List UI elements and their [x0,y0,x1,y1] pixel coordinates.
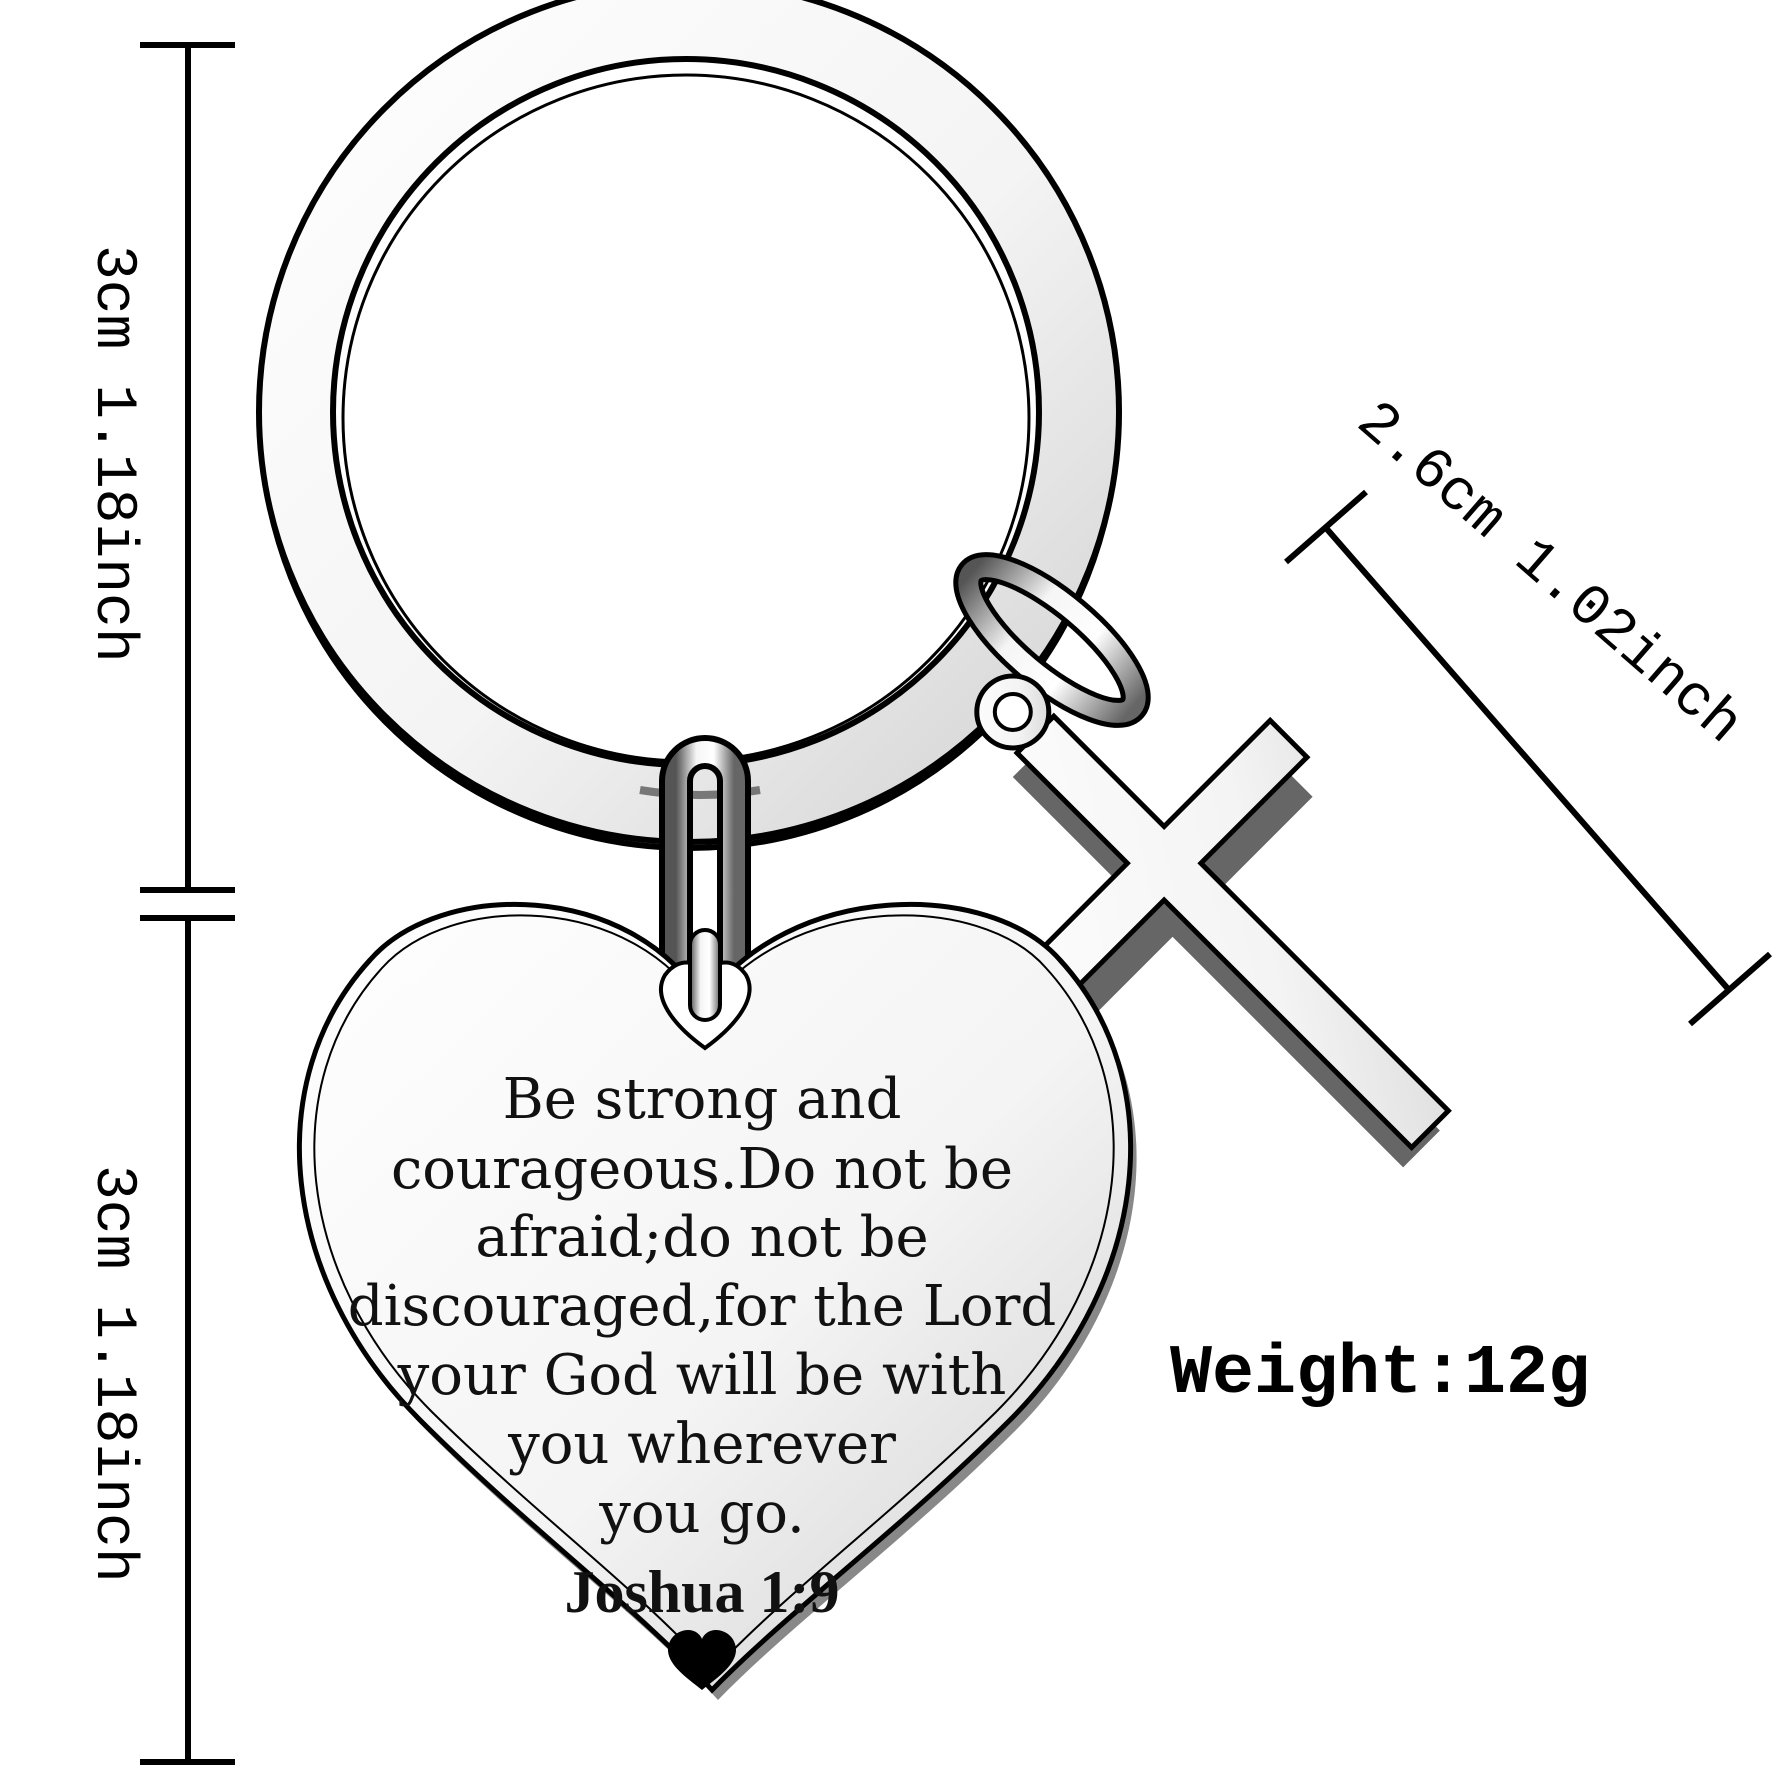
tag-height-label: 3cm 1.18inch [80,1165,145,1583]
verse-reference: Joshua 1:9 [564,1559,839,1625]
inscription-line-3: afraid;do not be [475,1205,928,1270]
weight-label: Weight:12g [1170,1335,1590,1414]
ring-height-dimension-line [140,42,235,893]
tag-height-dimension-line [140,915,235,1765]
cross-charm [974,673,1452,1168]
ring-height-label: 3cm 1.18inch [80,245,145,663]
inscription-line-7: you go. [598,1481,805,1546]
cross-length-label: 2.6cm 1.02inch [1343,390,1753,759]
cross-length-dimension-line [1284,489,1772,1027]
cross-jump-ring [953,552,1151,728]
inscription-line-1: Be strong and [503,1067,902,1132]
inscription-line-4: discouraged,for the Lord [348,1274,1056,1339]
inscription-line-2: courageous.Do not be [391,1137,1013,1202]
heart-icon [668,1630,736,1690]
heart-tag [296,901,1137,1700]
inscription: Be strong and courageous.Do not be afrai… [348,1067,1056,1690]
inscription-line-5: your God will be with [397,1343,1007,1408]
inscription-line-6: you wherever [507,1412,896,1477]
